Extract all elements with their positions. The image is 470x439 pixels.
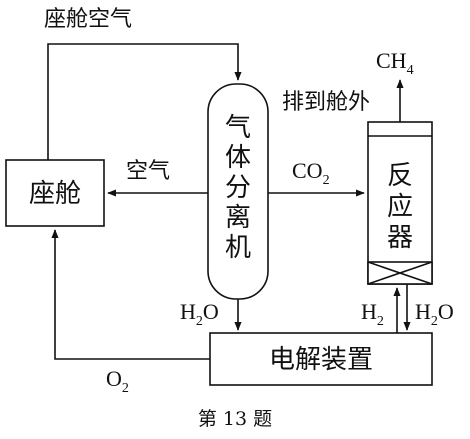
cabin-air-label: 座舱空气 (44, 7, 132, 32)
vent-label: 排到舱外 (282, 90, 370, 115)
reactor-char-3: 器 (387, 223, 413, 253)
ch4-label: CH4 (376, 48, 414, 78)
separator-char-3: 分 (225, 173, 251, 203)
air-label: 空气 (126, 159, 170, 184)
electrolyzer-label: 电解装置 (269, 345, 373, 375)
separator-char-2: 体 (225, 143, 251, 173)
separator-char-1: 气 (225, 113, 251, 143)
h2o-reactor-label: H2O (415, 299, 454, 329)
cabin-label: 座舱 (29, 179, 81, 209)
separator-char-5: 机 (225, 233, 251, 263)
reactor-char-2: 应 (387, 192, 413, 222)
electrolyzer-box (209, 332, 433, 386)
cabin-air-arrow (47, 43, 242, 160)
h2o-separator-label: H2O (180, 299, 219, 329)
separator-char-4: 离 (225, 203, 251, 233)
cabin-box (5, 159, 105, 227)
co2-label: CO2 (292, 158, 330, 188)
reactor-char-1: 反 (387, 161, 413, 191)
h2-label: H2 (361, 299, 384, 329)
o2-label: O2 (106, 366, 129, 396)
o2-arrow (51, 229, 210, 360)
figure-caption: 第 13 题 (198, 408, 272, 430)
reactor-cross-2 (367, 261, 433, 285)
